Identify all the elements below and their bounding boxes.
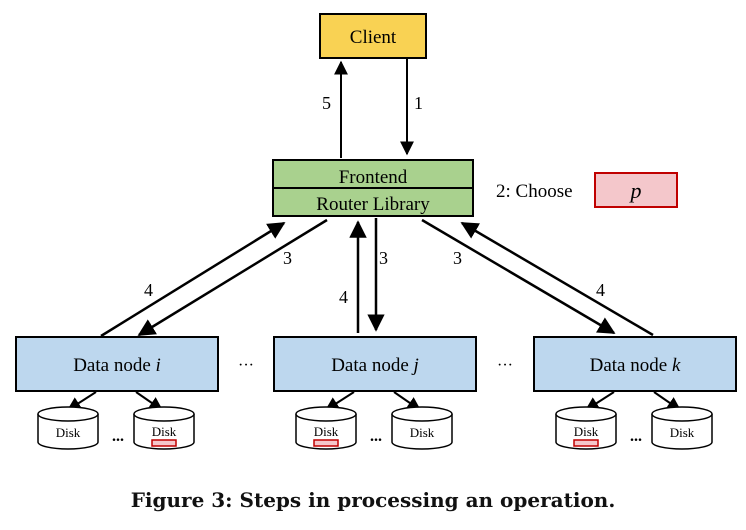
step3-label-node-i: 3 xyxy=(283,248,292,268)
disk-icon: Disk xyxy=(133,406,195,450)
partition-marker xyxy=(151,439,177,447)
disk-label: Disk xyxy=(56,425,81,440)
partition-p-box: p xyxy=(594,172,678,208)
disk-icon: Disk xyxy=(295,406,357,450)
disk-dots: ... xyxy=(370,428,382,445)
disk-icon: Disk xyxy=(391,406,453,450)
disk-dots: ... xyxy=(630,428,642,445)
router-library-label: Router Library xyxy=(316,194,430,215)
client-box: Client xyxy=(319,13,427,59)
disk-icon: Disk xyxy=(555,406,617,450)
data-node-k-label: Data node k xyxy=(590,355,681,376)
arrow-step3-node-i xyxy=(137,218,328,337)
disk-icon: Disk xyxy=(651,406,713,450)
disk-label: Disk xyxy=(410,425,435,440)
disk-icon: Disk xyxy=(37,406,99,450)
step3-label-node-j: 3 xyxy=(379,248,388,268)
step5-label: 5 xyxy=(322,93,331,113)
arrow-step4-node-k xyxy=(460,221,654,337)
client-label: Client xyxy=(350,27,397,48)
partition-marker xyxy=(573,439,599,447)
step1-label: 1 xyxy=(414,93,423,113)
arrow-step4-node-i xyxy=(100,221,286,338)
step4-label-node-k: 4 xyxy=(596,280,605,300)
ellipsis-between-i-j: ··· xyxy=(238,357,254,374)
data-node-i-label: Data node i xyxy=(73,355,161,376)
frontend-box: Frontend Router Library xyxy=(272,159,474,217)
data-node-i: Data node i xyxy=(15,336,219,392)
disk-label: Disk xyxy=(314,424,339,439)
frontend-label: Frontend xyxy=(339,167,408,188)
choose-label: 2: Choose xyxy=(496,181,573,202)
step4-label-node-j: 4 xyxy=(339,287,348,307)
data-node-j-label: Data node j xyxy=(331,355,419,376)
partition-marker xyxy=(313,439,339,447)
figure-caption: Figure 3: Steps in processing an operati… xyxy=(130,488,616,512)
arrow-step3-node-k xyxy=(421,218,616,335)
step3-label-node-k: 3 xyxy=(453,248,462,268)
disk-label: Disk xyxy=(670,425,695,440)
data-node-k: Data node k xyxy=(533,336,737,392)
data-node-j: Data node j xyxy=(273,336,477,392)
step4-label-node-i: 4 xyxy=(144,280,153,300)
ellipsis-between-j-k: ··· xyxy=(497,357,513,374)
disk-label: Disk xyxy=(574,424,599,439)
disk-dots: ... xyxy=(112,428,124,445)
partition-p-label: p xyxy=(629,178,642,203)
disk-label: Disk xyxy=(152,424,177,439)
